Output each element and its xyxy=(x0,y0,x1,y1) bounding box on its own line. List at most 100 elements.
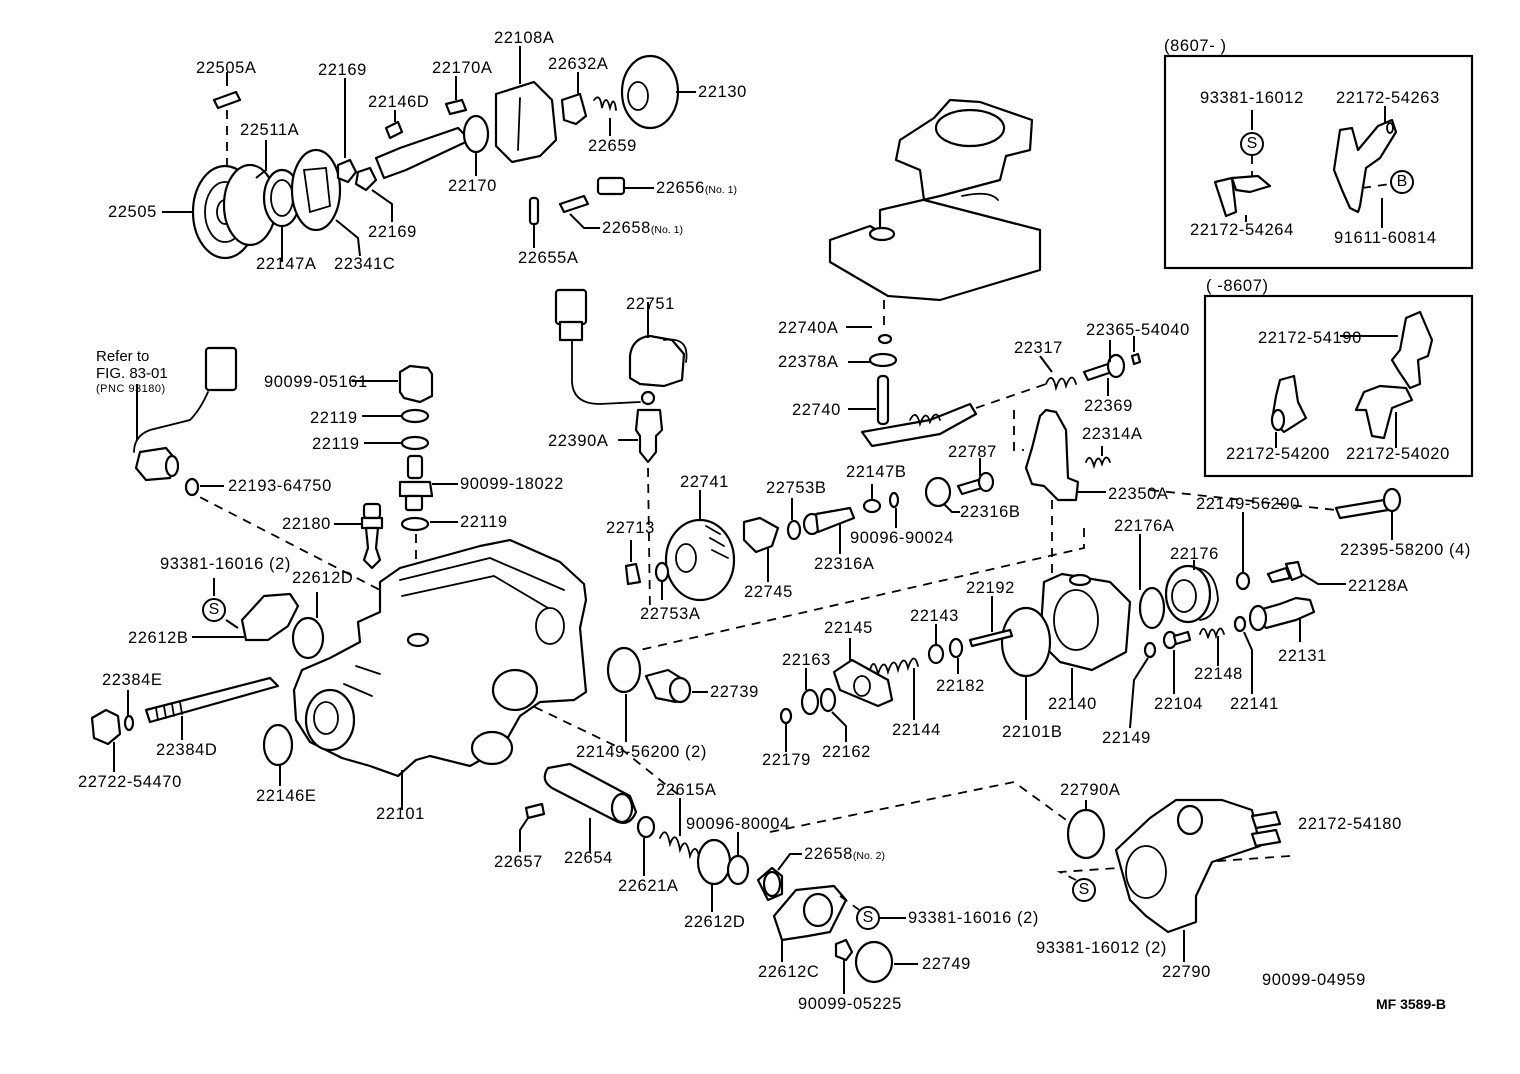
washer-22119-a xyxy=(400,408,430,424)
spring-22144 xyxy=(869,657,919,678)
valve-22104 xyxy=(1162,630,1192,650)
label-22365-54040: 22365-54040 xyxy=(1086,321,1190,339)
pin-22657 xyxy=(524,802,546,820)
inset-caption-after-8607: (8607- ) xyxy=(1164,37,1227,55)
seal-22162 xyxy=(819,687,837,713)
label-22146E: 22146E xyxy=(256,787,317,805)
inset-caption-before-8607: ( -8607) xyxy=(1206,277,1269,295)
label-22148: 22148 xyxy=(1194,665,1243,683)
label-22787: 22787 xyxy=(948,443,997,461)
governor-housing xyxy=(828,98,1042,302)
plug-22147B xyxy=(862,498,882,514)
label-22658-no2-qualifier: (No. 2) xyxy=(852,850,885,862)
label-22176A: 22176A xyxy=(1114,517,1175,535)
label-22317: 22317 xyxy=(1014,339,1063,357)
sensor-connector xyxy=(133,346,238,453)
label-22745: 22745 xyxy=(744,583,793,601)
bolt-90099-18022 xyxy=(398,454,434,512)
label-22172-54190: 22172-54190 xyxy=(1258,329,1362,347)
oring-22384E xyxy=(123,714,135,732)
label-22146D: 22146D xyxy=(368,93,430,111)
label-90099-04959: 90099-04959 xyxy=(1262,971,1366,989)
block-22656-no1 xyxy=(596,176,626,196)
bushing-22146E xyxy=(262,723,294,767)
label-22369: 22369 xyxy=(1084,397,1133,415)
bolt-22395-58200 xyxy=(1334,487,1402,520)
label-22128A: 22128A xyxy=(1348,577,1409,595)
label-90099-18022: 90099-18022 xyxy=(460,475,564,493)
label-93381-16012: 93381-16012 xyxy=(1200,89,1304,107)
seal-22378A xyxy=(868,352,898,368)
label-90099-05161: 90099-05161 xyxy=(264,373,368,391)
label-22172-54263: 22172-54263 xyxy=(1336,89,1440,107)
label-22143: 22143 xyxy=(910,607,959,625)
refer-note-pnc: (PNC 93180) xyxy=(96,382,166,395)
key-22169-b xyxy=(354,166,378,192)
cap-22316B xyxy=(924,476,952,508)
label-22740A: 22740A xyxy=(778,319,839,337)
ring-90096-90024 xyxy=(888,491,900,509)
label-22101: 22101 xyxy=(376,805,425,823)
refer-note-line1: Refer to xyxy=(96,348,150,365)
ring-22141 xyxy=(1233,615,1247,633)
gear-22341C xyxy=(290,148,342,232)
label-22612C: 22612C xyxy=(758,963,820,981)
gasket-90096-80004 xyxy=(726,854,750,886)
label-22615A: 22615A xyxy=(656,781,717,799)
pin-22745 xyxy=(742,516,780,554)
label-22140: 22140 xyxy=(1048,695,1097,713)
label-22511A: 22511A xyxy=(240,121,300,139)
switch-22390A xyxy=(634,390,664,464)
seat-22143 xyxy=(927,643,945,665)
label-93381-16016-left: 93381-16016 (2) xyxy=(160,555,292,573)
inset-box-after-8607 xyxy=(1163,54,1474,270)
label-22612D-lower: 22612D xyxy=(684,913,746,931)
nut-90099-05225 xyxy=(834,938,854,962)
label-22657: 22657 xyxy=(494,853,543,871)
oring-22101B xyxy=(1000,606,1052,678)
label-90096-80004: 90096-80004 xyxy=(686,815,790,833)
nut-22365-54040 xyxy=(1130,352,1142,366)
spring-22317 xyxy=(1045,376,1077,392)
key-22169-a xyxy=(336,158,358,184)
label-22656-text: 22656 xyxy=(656,179,705,197)
coupling-22632A xyxy=(560,92,588,126)
bracket-22172-54263 xyxy=(1332,118,1398,214)
spring-22314A xyxy=(1085,456,1111,470)
label-22145: 22145 xyxy=(824,619,873,637)
ring-22753B xyxy=(786,519,802,541)
label-22350A: 22350A xyxy=(1108,485,1169,503)
label-22119-a: 22119 xyxy=(310,409,358,427)
label-22612B: 22612B xyxy=(128,629,189,647)
label-22130: 22130 xyxy=(698,83,747,101)
ring-22621A xyxy=(636,815,656,839)
ring-22182 xyxy=(948,637,964,659)
label-22149: 22149 xyxy=(1102,729,1151,747)
label-22790: 22790 xyxy=(1162,963,1211,981)
plunger-22658-no2 xyxy=(756,866,784,902)
spring-22615A xyxy=(659,831,701,861)
bracket-22172-54190 xyxy=(1390,310,1434,390)
valve-22180 xyxy=(360,502,384,570)
gasket-22193-64750 xyxy=(184,477,200,497)
plug-22739 xyxy=(644,668,692,704)
label-22658-no1-qualifier: (No. 1) xyxy=(650,224,683,236)
symbol-b-inset: B xyxy=(1390,170,1414,194)
refer-note: Refer to FIG. 83-01 (PNC 93180) xyxy=(96,348,168,395)
spring-22659 xyxy=(593,96,617,112)
label-22790A: 22790A xyxy=(1060,781,1121,799)
label-22505A: 22505A xyxy=(196,59,257,77)
washer-22119-c xyxy=(400,516,430,532)
label-22384D: 22384D xyxy=(156,741,218,759)
label-22193-64750: 22193-64750 xyxy=(228,477,332,495)
lever-assembly-22350A xyxy=(1024,408,1080,502)
label-22119-c: 22119 xyxy=(460,513,508,531)
sensor-body xyxy=(134,446,180,482)
disc-22130 xyxy=(620,54,680,130)
label-93381-16012-right: 93381-16012 (2) xyxy=(1036,939,1168,957)
label-22739: 22739 xyxy=(710,683,759,701)
label-22176: 22176 xyxy=(1170,545,1219,563)
label-22740: 22740 xyxy=(792,401,841,419)
label-22384E: 22384E xyxy=(102,671,163,689)
